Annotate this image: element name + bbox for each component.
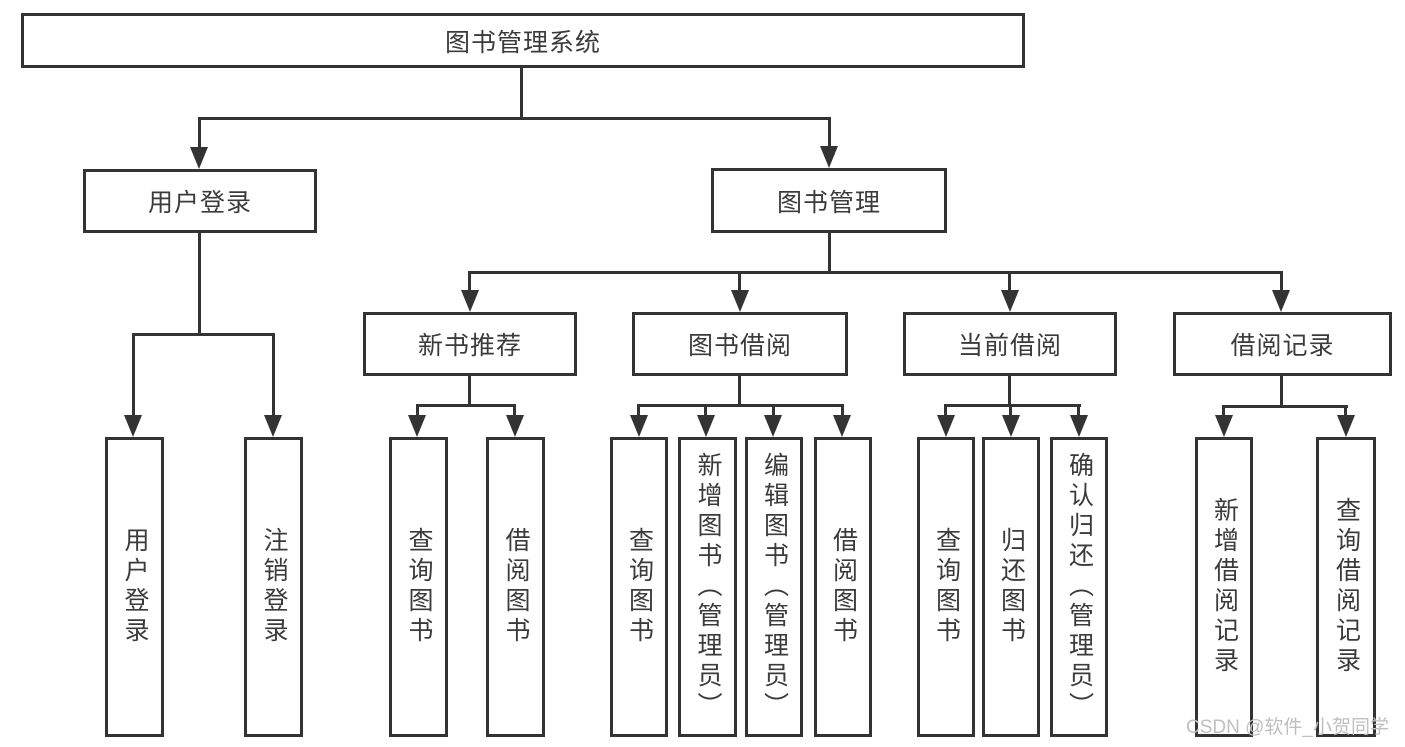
- leaf-query-books-borrow: 查询图书: [610, 437, 668, 737]
- edge-borrow-records-drop-2: [1344, 405, 1347, 416]
- node-new-book-recommend: 新书推荐: [363, 312, 577, 376]
- csdn-watermark: CSDN @软件_小贺同学: [1186, 717, 1389, 738]
- edge-book-borrow-stem: [738, 375, 741, 406]
- edge-book-mgmt-drop-4: [1280, 271, 1283, 292]
- arrowhead-icon: [124, 415, 142, 437]
- edge-book-mgmt-drop-1: [468, 271, 471, 292]
- edge-book-mgmt-drop-3: [1008, 271, 1011, 292]
- arrowhead-icon: [506, 415, 524, 437]
- edge-book-mgmt-rail: [468, 271, 1283, 274]
- node-book-borrow: 图书借阅: [632, 312, 848, 376]
- node-label: 确认归还（管理员）: [1065, 452, 1094, 722]
- arrowhead-icon: [820, 146, 838, 168]
- node-label: 查询图书: [932, 527, 961, 647]
- edge-root-rail: [198, 117, 831, 120]
- node-label: 查询图书: [625, 527, 654, 647]
- node-label: 查询借阅记录: [1332, 497, 1361, 677]
- node-label: 借阅图书: [829, 527, 858, 647]
- leaf-borrow-books-recommend: 借阅图书: [486, 437, 545, 737]
- edge-new-book-drop-2: [513, 404, 516, 416]
- edge-borrow-records-drop-1: [1222, 405, 1225, 416]
- leaf-borrow-books: 借阅图书: [814, 437, 872, 737]
- leaf-add-borrow-record: 新增借阅记录: [1195, 437, 1253, 737]
- arrowhead-icon: [1337, 415, 1355, 437]
- edge-user-login-stem: [198, 232, 201, 335]
- node-label: 新增借阅记录: [1210, 497, 1239, 677]
- edge-book-borrow-drop-3: [772, 404, 775, 416]
- edge-borrow-records-rail: [1222, 405, 1348, 408]
- node-label: 图书管理系统: [444, 28, 601, 57]
- edge-user-login-drop-1: [132, 333, 135, 415]
- edge-root-drop-left: [198, 117, 201, 149]
- edge-root-drop-right: [828, 117, 831, 149]
- node-label: 新书推荐: [417, 332, 522, 360]
- leaf-edit-books-admin: 编辑图书（管理员）: [745, 437, 803, 737]
- edge-current-borrow-stem: [1008, 375, 1011, 406]
- leaf-query-books-current: 查询图书: [917, 437, 975, 737]
- node-label: 借阅记录: [1230, 332, 1335, 360]
- node-label: 归还图书: [997, 527, 1026, 647]
- arrowhead-icon: [264, 415, 282, 437]
- edge-current-borrow-drop-3: [1077, 404, 1080, 416]
- edge-user-login-rail: [132, 333, 275, 336]
- edge-root-stem: [520, 68, 523, 120]
- arrowhead-icon: [1272, 290, 1290, 312]
- edge-current-borrow-rail: [944, 404, 1081, 407]
- leaf-query-books-recommend: 查询图书: [389, 437, 448, 737]
- arrowhead-icon: [1070, 415, 1088, 437]
- node-label: 当前借阅: [957, 332, 1062, 360]
- node-label: 用户登录: [147, 189, 252, 217]
- edge-book-mgmt-stem: [828, 233, 831, 274]
- leaf-logout: 注销登录: [244, 437, 303, 737]
- arrowhead-icon: [833, 415, 851, 437]
- edge-book-borrow-drop-4: [841, 404, 844, 416]
- arrowhead-icon: [461, 290, 479, 312]
- arrowhead-icon: [764, 415, 782, 437]
- node-library-management-system: 图书管理系统: [21, 13, 1025, 68]
- leaf-return-books: 归还图书: [982, 437, 1040, 737]
- node-user-login-module: 用户登录: [83, 169, 317, 233]
- arrowhead-icon: [1002, 415, 1020, 437]
- arrowhead-icon: [190, 147, 208, 169]
- arrowhead-icon: [630, 415, 648, 437]
- edge-book-borrow-rail: [637, 404, 844, 407]
- edge-user-login-drop-2: [272, 333, 275, 415]
- arrowhead-icon: [937, 415, 955, 437]
- arrowhead-icon: [1001, 290, 1019, 312]
- edge-new-book-stem: [468, 375, 471, 407]
- leaf-user-login: 用户登录: [105, 437, 164, 737]
- edge-current-borrow-drop-1: [944, 404, 947, 416]
- edge-book-borrow-drop-1: [637, 404, 640, 416]
- node-label: 查询图书: [405, 527, 433, 647]
- arrowhead-icon: [697, 415, 715, 437]
- edge-book-mgmt-drop-2: [738, 271, 741, 292]
- arrowhead-icon: [408, 415, 426, 437]
- node-label: 注销登录: [260, 527, 288, 647]
- node-label: 图书借阅: [687, 332, 792, 360]
- node-current-borrow: 当前借阅: [903, 312, 1117, 376]
- node-label: 用户登录: [121, 527, 149, 647]
- node-book-management-module: 图书管理: [711, 168, 947, 233]
- leaf-add-books-admin: 新增图书（管理员）: [678, 437, 737, 737]
- edge-new-book-rail: [416, 404, 516, 407]
- node-borrow-records: 借阅记录: [1173, 312, 1392, 376]
- arrowhead-icon: [1215, 415, 1233, 437]
- node-label: 新增图书（管理员）: [694, 452, 722, 722]
- node-label: 编辑图书（管理员）: [760, 452, 789, 722]
- node-label: 借阅图书: [502, 527, 530, 647]
- node-label: 图书管理: [776, 188, 881, 217]
- edge-book-borrow-drop-2: [704, 404, 707, 416]
- leaf-confirm-return-admin: 确认归还（管理员）: [1050, 437, 1108, 737]
- edge-new-book-drop-1: [416, 404, 419, 416]
- arrowhead-icon: [731, 290, 749, 312]
- edge-borrow-records-stem: [1280, 375, 1283, 408]
- leaf-query-borrow-record: 查询借阅记录: [1316, 437, 1376, 737]
- edge-current-borrow-drop-2: [1009, 404, 1012, 416]
